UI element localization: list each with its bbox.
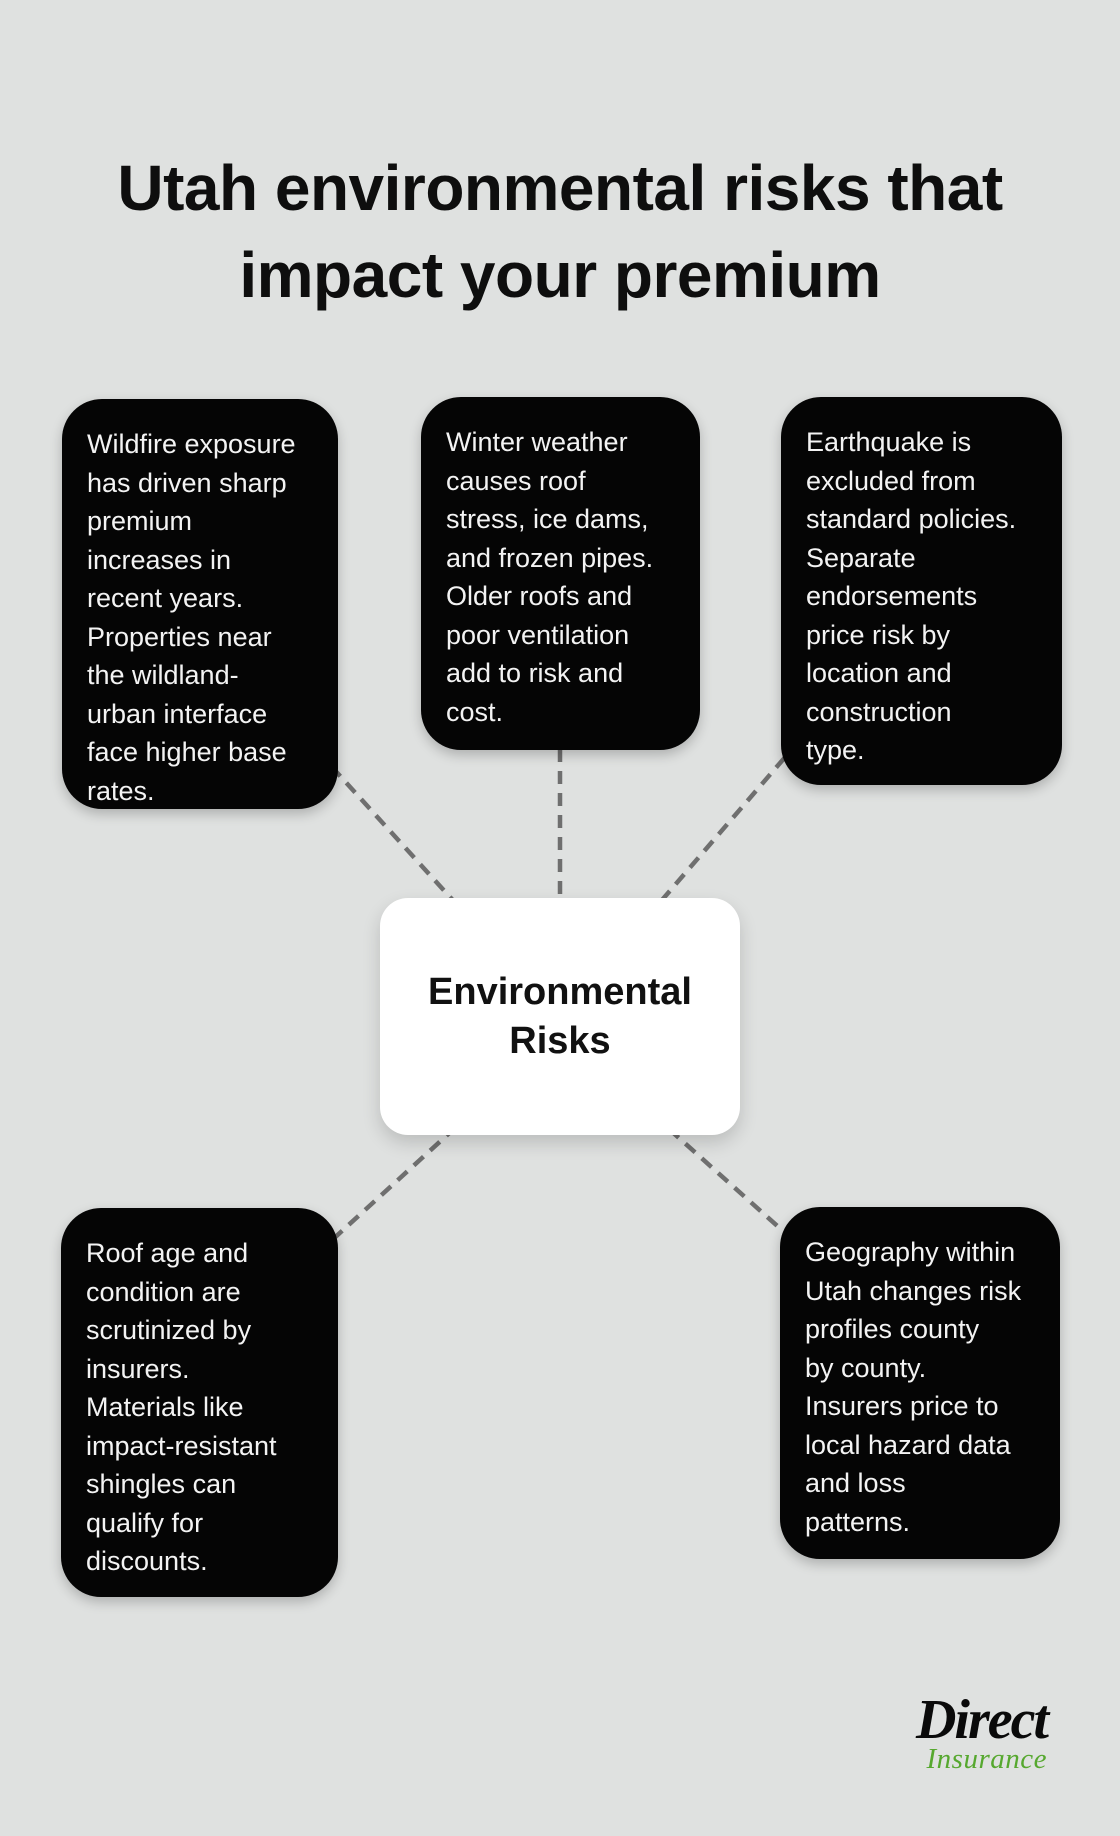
- risk-card-roof-age-text: Roof age and condition are scrutinized b…: [86, 1238, 277, 1576]
- risk-card-wildfire: Wildfire exposure has driven sharp premi…: [62, 399, 338, 809]
- risk-card-earthquake: Earthquake is excluded from standard pol…: [781, 397, 1062, 785]
- connector-geography-line: [667, 1127, 795, 1242]
- risk-card-roof-age: Roof age and condition are scrutinized b…: [61, 1208, 338, 1597]
- connector-earthquake-line: [654, 739, 801, 909]
- page-title: Utah environmental risks that impact you…: [117, 151, 1003, 311]
- risk-card-geography-text: Geography within Utah changes risk profi…: [805, 1237, 1022, 1537]
- risk-card-earthquake-text: Earthquake is excluded from standard pol…: [806, 427, 1017, 765]
- connector-roof-line: [329, 1125, 458, 1243]
- brand-logo-name: Direct: [915, 1689, 1049, 1751]
- connector-wildfire-line: [300, 732, 461, 909]
- brand-logo: Direct Insurance: [915, 1689, 1049, 1775]
- central-node: Environmental Risks: [380, 898, 740, 1135]
- risk-card-winter-weather-text: Winter weather causes roof stress, ice d…: [446, 427, 654, 727]
- central-node-label: Environmental Risks: [428, 970, 692, 1062]
- brand-logo-subtitle: Insurance: [926, 1743, 1047, 1775]
- risk-card-geography: Geography within Utah changes risk profi…: [780, 1207, 1060, 1559]
- risk-card-winter-weather: Winter weather causes roof stress, ice d…: [421, 397, 700, 750]
- risk-card-wildfire-text: Wildfire exposure has driven sharp premi…: [87, 429, 296, 806]
